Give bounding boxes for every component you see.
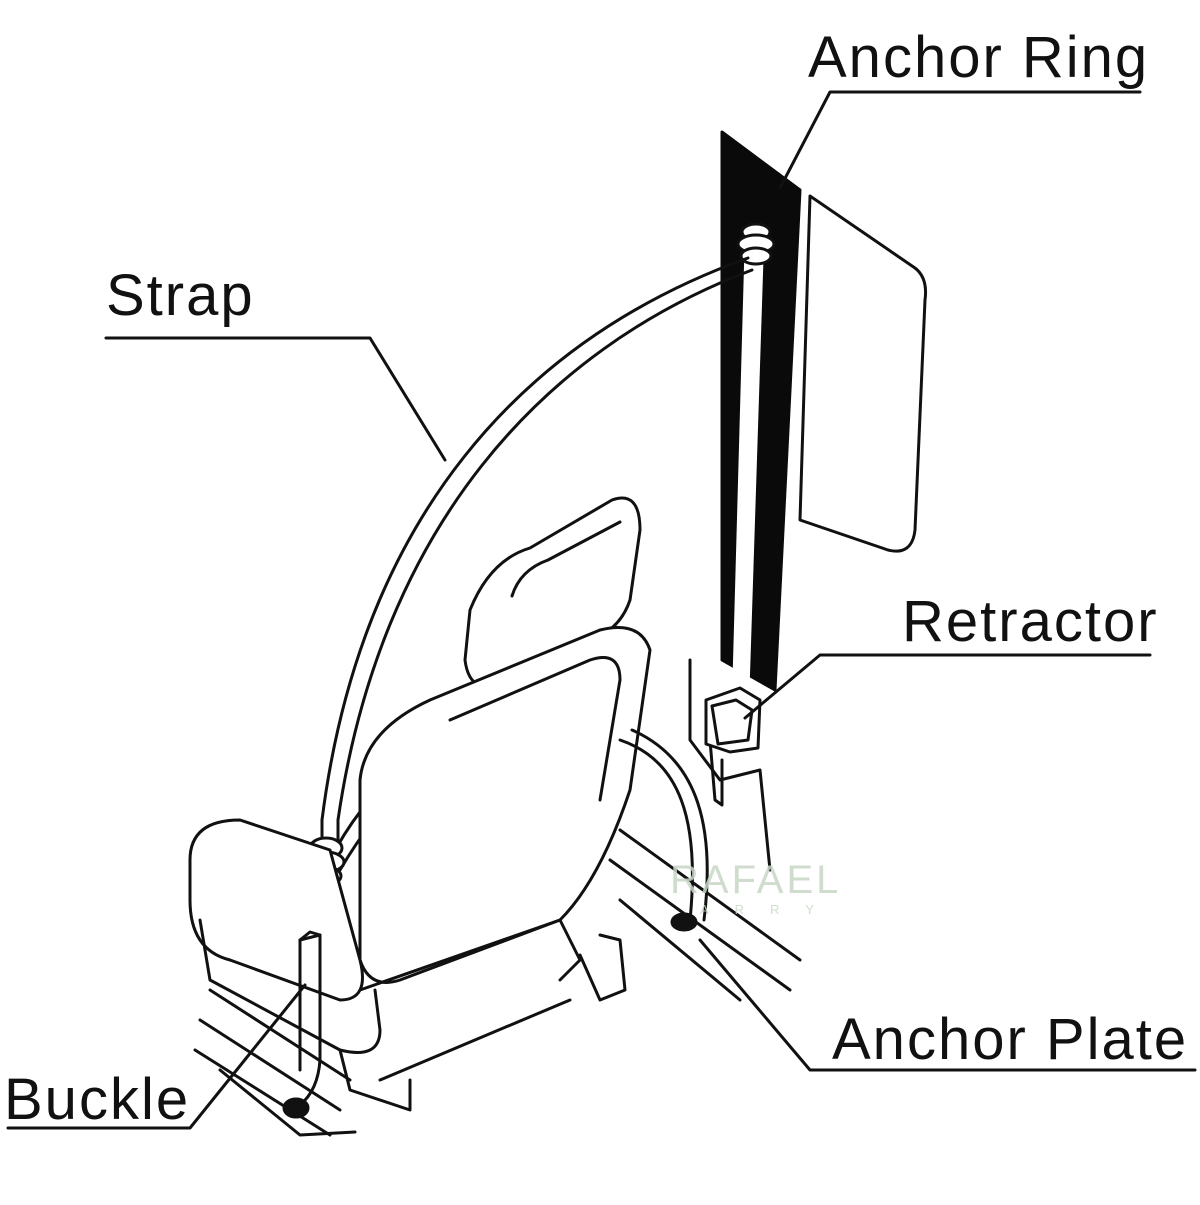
lower-panel [688,658,772,872]
leader-anchor-ring [778,90,1142,190]
anchor-ring-label: Anchor Ring [808,25,1150,90]
seat-back [358,626,652,984]
anchor-plate [670,912,698,932]
leader-buckle [6,983,307,1130]
anchor-plate-label: Anchor Plate [832,1007,1189,1072]
leader-anchor-plate [698,938,1197,1072]
buckle-end [282,1097,310,1119]
buckle-label: Buckle [4,1067,191,1132]
retractor-housing [704,686,762,754]
anchor-ring [736,222,776,266]
outboard-belt [618,738,694,922]
leader-strap [104,336,447,462]
watermark-sub: ARRY [700,902,840,917]
strap [320,256,750,822]
watermark-brand: RAFAEL [670,858,842,902]
strap-label: Strap [106,263,255,328]
b-pillar [720,130,802,692]
window-panel [798,194,927,553]
retractor-label: Retractor [902,589,1159,654]
leader-retractor [743,653,1152,720]
